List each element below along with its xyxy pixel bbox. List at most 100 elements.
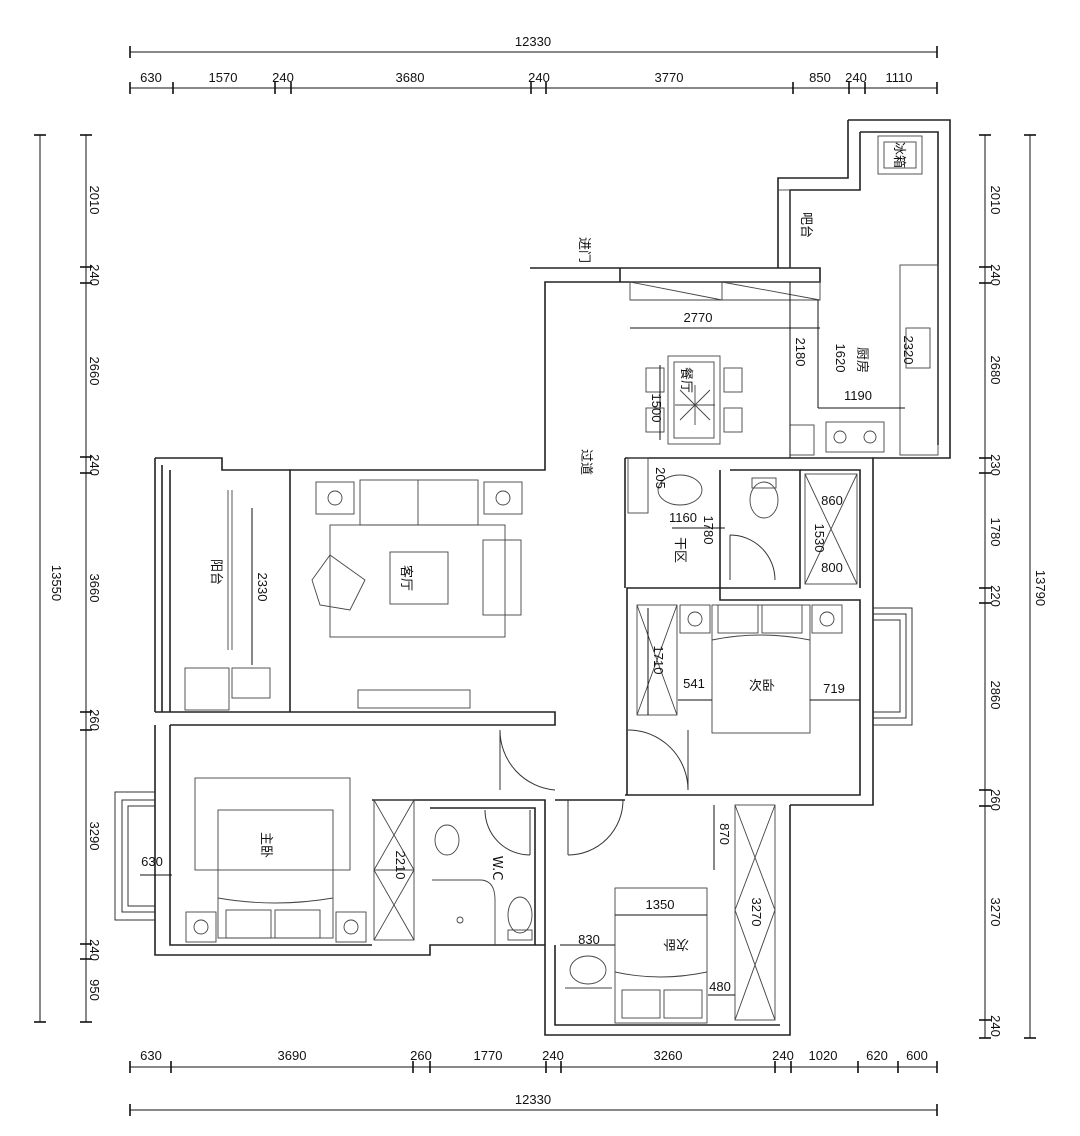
dim-right-4: 1780: [988, 518, 1003, 547]
label-dry-zone: 干区: [672, 537, 687, 563]
dim-left-5: 260: [87, 709, 102, 731]
dim-top-3: 3680: [396, 70, 425, 85]
dim-bottom-3: 1770: [474, 1048, 503, 1063]
dim-right-5: 220: [988, 585, 1003, 607]
dim-bottom-9: 600: [906, 1048, 928, 1063]
dim-top-8: 1110: [886, 70, 913, 85]
dimension-right: 2010 240 2680 230 1780 220 2860 260 3270…: [979, 134, 1048, 1039]
dim-bottom-6: 240: [772, 1048, 794, 1063]
dim-top-0: 630: [140, 70, 162, 85]
bed2-furniture: [636, 604, 843, 734]
dim-bottom-0: 630: [140, 1048, 162, 1063]
dim-top-1: 1570: [209, 70, 238, 85]
wardrobe: [636, 604, 678, 716]
dimension-bottom: 630 3690 260 1770 240 3260 240 1020 620 …: [129, 1048, 938, 1116]
label-fridge: 冰箱: [891, 142, 907, 168]
dim-bottom-7: 1020: [809, 1048, 838, 1063]
dim-left-8: 950: [87, 979, 102, 1001]
master-furniture: [185, 777, 415, 943]
dim-right-9: 240: [988, 1015, 1003, 1037]
dim-shower-h: 1530: [812, 524, 827, 553]
label-dining: 餐厅: [678, 367, 694, 393]
dim-kitchen-w2: 1190: [844, 388, 872, 403]
toilet-icon: [507, 896, 533, 934]
dim-bed3-desk: 830: [578, 932, 600, 947]
dim-bottom-5: 3260: [654, 1048, 683, 1063]
dim-right-0: 2010: [988, 186, 1003, 215]
label-bed2: 次卧: [749, 678, 775, 694]
dim-shower-w: 860: [821, 493, 843, 508]
dim-right-3: 230: [988, 454, 1003, 476]
dim-bottom-8: 620: [866, 1048, 888, 1063]
dim-top-2: 240: [272, 70, 294, 85]
living-furniture: [311, 479, 523, 709]
bed: [711, 604, 811, 734]
dim-right-2: 2680: [988, 356, 1003, 385]
dim-bed2-right: 719: [823, 681, 845, 696]
dim-right-total: 13790: [1033, 570, 1048, 606]
chair: [569, 955, 607, 985]
bath-fixtures: [627, 457, 858, 585]
doors: [484, 534, 776, 856]
label-wc: W.C: [489, 856, 504, 881]
dim-right-1: 240: [988, 264, 1003, 286]
inner-dimension-labels: 2770 2180 1620 1190 2320 1500 2330 205 1…: [141, 310, 916, 994]
dim-top-7: 240: [845, 70, 867, 85]
shower-icon: [804, 473, 858, 585]
stove-icon: [825, 421, 885, 453]
dimension-left: 13550 2010 240 2660 240 3660 260 3290 24…: [34, 134, 102, 1023]
dim-dining-h: 1500: [649, 394, 664, 423]
dim-left-total: 13550: [49, 565, 64, 601]
dim-top-total: 12330: [515, 34, 551, 49]
dim-left-4: 3660: [87, 574, 102, 603]
dining-table: [667, 355, 721, 445]
bed: [217, 809, 334, 939]
dim-master-bay: 630: [141, 854, 163, 869]
dim-bottom-total: 12330: [515, 1092, 551, 1107]
dim-bottom-1: 3690: [278, 1048, 307, 1063]
dim-right-6: 2860: [988, 681, 1003, 710]
room-labels: 进门 吧台 厨房 冰箱 餐厅 过道 客厅 阳台 干区 次卧 主卧 W.C 次卧: [208, 142, 907, 952]
fridge-icon: [877, 135, 923, 175]
dim-wash-w: 1160: [669, 510, 697, 525]
balcony-fixtures: [184, 490, 271, 711]
dim-wash-h2: 1780: [701, 516, 716, 545]
dim-top-5: 3770: [655, 70, 684, 85]
basin-icon: [434, 824, 460, 856]
wardrobe: [734, 804, 776, 1021]
dim-top-6: 850: [809, 70, 831, 85]
sofa: [359, 479, 479, 526]
dim-bed3-top: 870: [717, 823, 732, 845]
dim-wash-h: 205: [653, 467, 668, 489]
wc-fixtures: [432, 824, 533, 945]
coffee-table: [389, 551, 449, 605]
tv-cabinet: [357, 689, 471, 709]
armchair: [311, 554, 366, 611]
toilet-icon: [749, 481, 779, 519]
dimension-top: 12330 630 1570 240 3680 240 3770 850 240…: [129, 34, 938, 94]
dim-top-4: 240: [528, 70, 550, 85]
label-bed3: 次卧: [663, 936, 689, 952]
sink-icon: [905, 327, 931, 369]
dim-bed2-left: 541: [683, 676, 705, 691]
dim-bed2-wardrobe: 1710: [651, 646, 666, 675]
dim-balcony-h: 2330: [255, 573, 270, 602]
bed: [614, 887, 708, 1024]
dim-bottom-4: 240: [542, 1048, 564, 1063]
basin-icon: [657, 474, 703, 506]
dim-left-6: 3290: [87, 822, 102, 851]
label-kitchen: 厨房: [854, 347, 870, 373]
dim-left-7: 240: [87, 939, 102, 961]
label-balcony: 阳台: [208, 559, 223, 585]
dim-kitchen-h1: 2180: [793, 338, 808, 367]
dim-shower-w2: 800: [821, 560, 843, 575]
dim-left-1: 240: [87, 264, 102, 286]
label-bar: 吧台: [798, 212, 813, 238]
dim-kitchen-w: 2770: [684, 310, 713, 325]
dim-left-0: 2010: [87, 186, 102, 215]
dim-left-3: 240: [87, 454, 102, 476]
dim-kitchen-h2: 1620: [833, 344, 848, 373]
inner-dimension-lines: [140, 282, 905, 996]
dim-bottom-2: 260: [410, 1048, 432, 1063]
